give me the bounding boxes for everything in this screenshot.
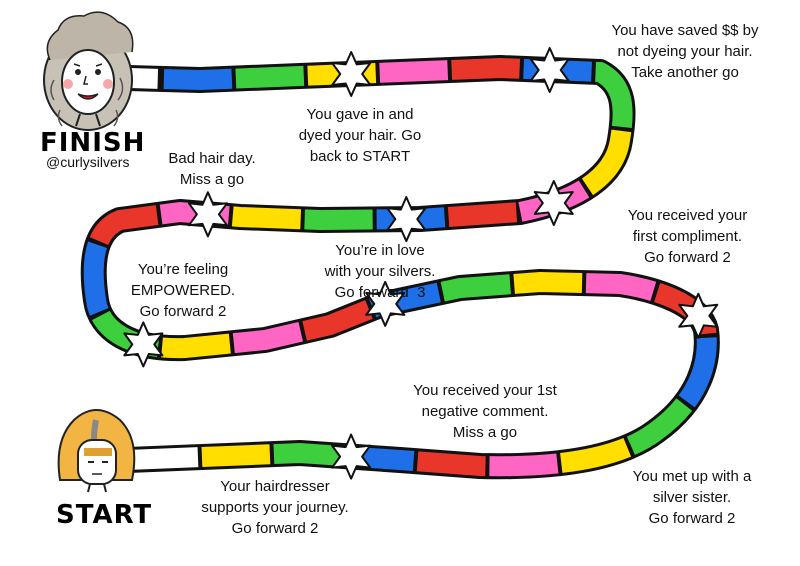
star-square-sq-compliment xyxy=(123,321,164,368)
star-square-sq-silver-sister xyxy=(365,280,406,327)
square-silver-sister: You met up with a silver sister. Go forw… xyxy=(632,468,752,527)
square-dyed-hair: You gave in and dyed your hair. Go back … xyxy=(298,106,422,165)
track-segment xyxy=(83,57,717,477)
square-empowered: You’re feeling EMPOWERED. Go forward 2 xyxy=(130,261,236,320)
start-avatar xyxy=(57,409,136,493)
square-first-compliment: You received your first compliment. Go f… xyxy=(627,207,748,266)
square-saved-money: You have saved $$ by not dyeing your hai… xyxy=(611,22,759,81)
finish-avatar xyxy=(43,11,134,131)
star-square-sq-in-love xyxy=(187,191,228,238)
star-square-sq-bad-hair xyxy=(533,180,574,226)
track-segment xyxy=(83,57,717,477)
start-title: START xyxy=(56,500,153,530)
creator-handle: @curlysilvers xyxy=(46,154,130,170)
square-start-hairdresser: Your hairdresser supports your journey. … xyxy=(201,478,349,537)
star-square-start-sq xyxy=(331,433,372,480)
star-square-sq-dyed xyxy=(331,51,372,97)
finish-title: FINISH xyxy=(40,128,146,158)
star-square-sq-empowered xyxy=(386,196,427,243)
square-in-love: You’re in love with your silvers. Go for… xyxy=(324,242,436,301)
star-square-sq-saved xyxy=(529,47,570,93)
star-square-sq-negative xyxy=(678,292,719,339)
square-negative-comment: You received your 1st negative comment. … xyxy=(413,382,557,441)
square-bad-hair-day: Bad hair day. Miss a go xyxy=(168,150,256,188)
